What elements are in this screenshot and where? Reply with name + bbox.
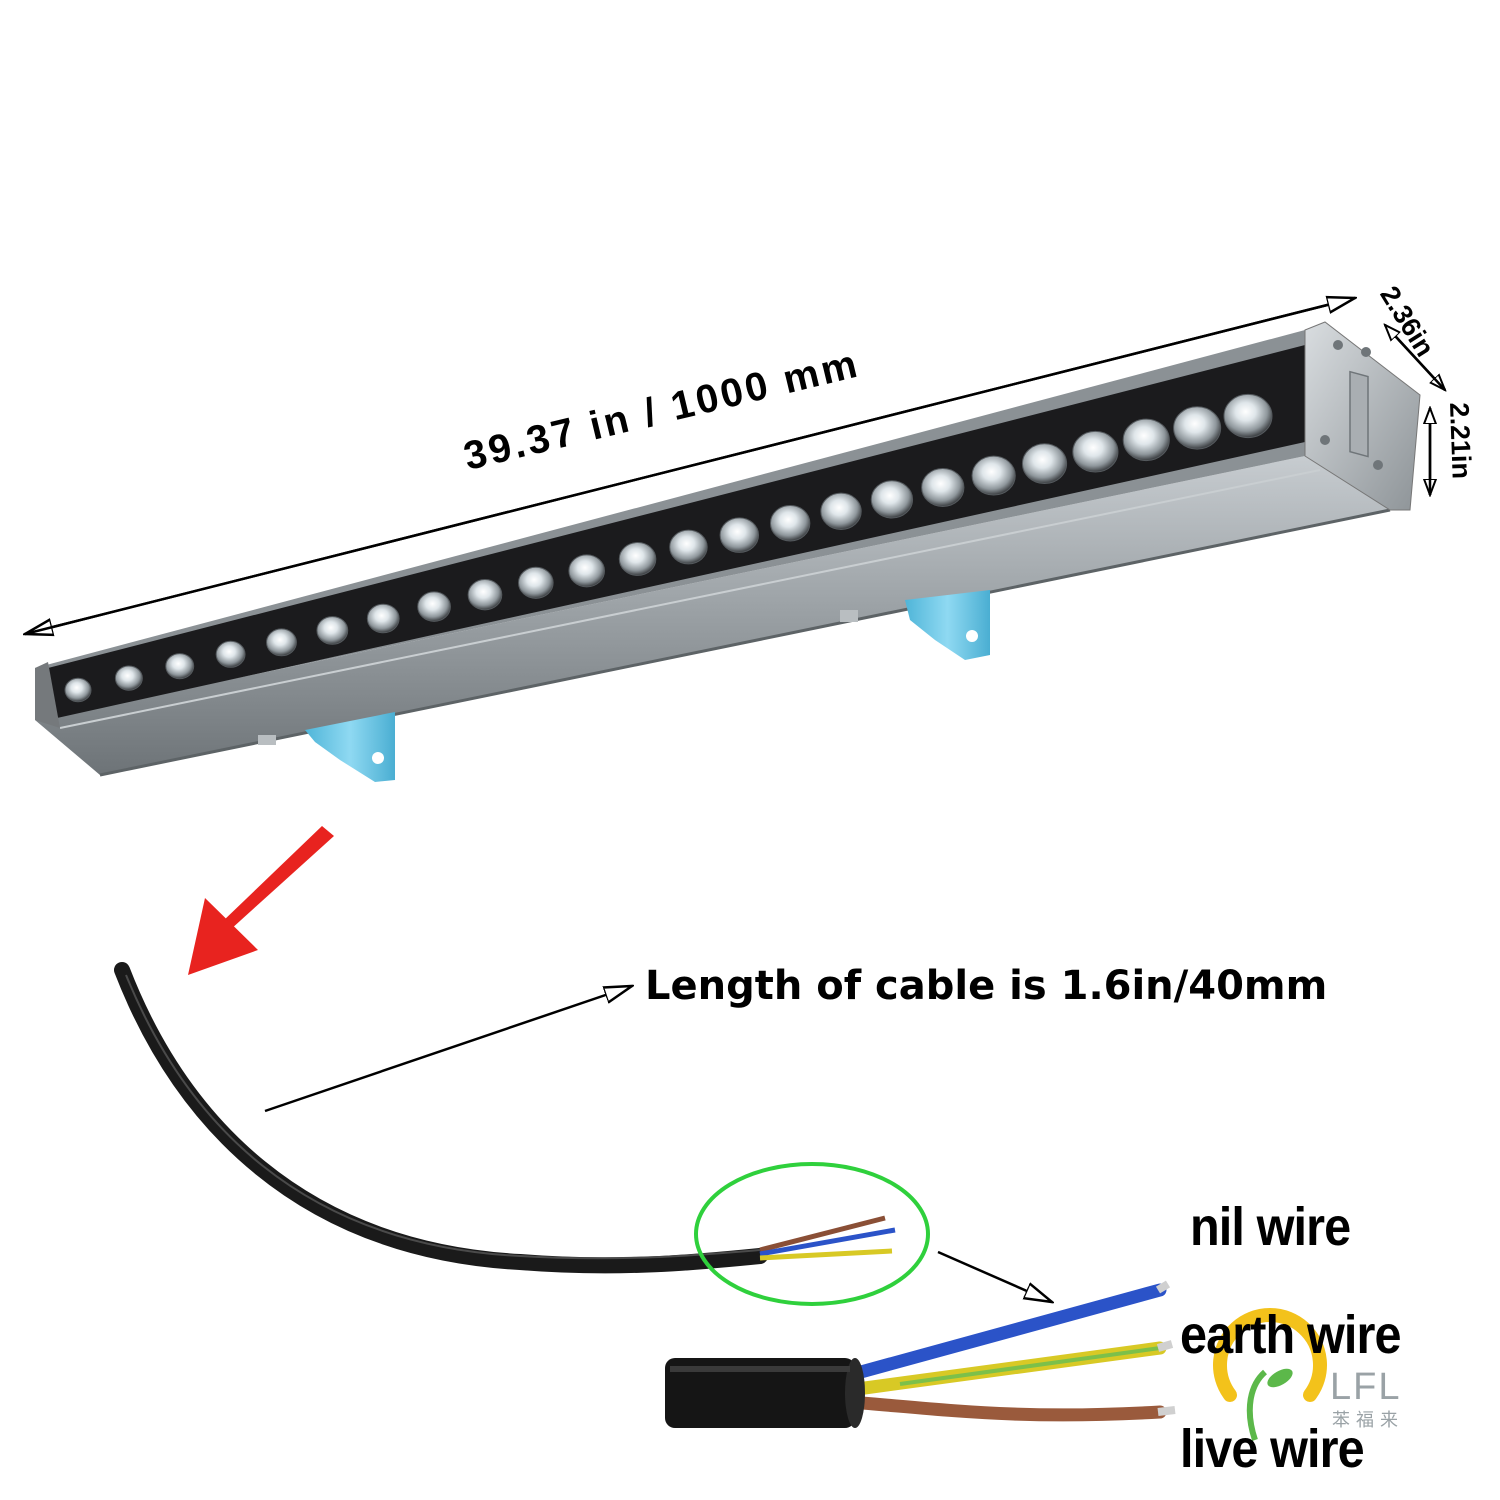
led-lens bbox=[366, 603, 400, 634]
screw-icon bbox=[1333, 340, 1343, 350]
wire-tip bbox=[1155, 1280, 1171, 1294]
led-lens bbox=[467, 579, 503, 611]
zoom-arrow bbox=[937, 1250, 1052, 1302]
led-lens bbox=[820, 492, 862, 530]
led-lens bbox=[1021, 443, 1068, 485]
logo-chinese-text: 苯福来 bbox=[1332, 1410, 1404, 1431]
small-wire-blue bbox=[759, 1227, 896, 1257]
led-lens bbox=[870, 480, 914, 519]
screw-icon bbox=[1320, 435, 1330, 445]
cable-jacket-shine bbox=[670, 1366, 850, 1372]
length-dimension-arrow-head bbox=[24, 298, 1355, 636]
wire-tip bbox=[1157, 1406, 1176, 1416]
led-lens bbox=[215, 640, 246, 668]
small-wire-yellow bbox=[759, 1248, 893, 1261]
led-array bbox=[64, 393, 1273, 703]
led-lens bbox=[1173, 406, 1222, 450]
bar-lens-strip bbox=[48, 345, 1305, 720]
logo-text: LFL bbox=[1330, 1366, 1402, 1408]
brand-logo bbox=[1213, 1308, 1327, 1441]
led-lens bbox=[518, 566, 554, 599]
cable-highlight bbox=[125, 974, 761, 1260]
cable-length-label: Length of cable is 1.6in/40mm bbox=[645, 963, 1328, 1009]
bolt-icon bbox=[258, 735, 276, 745]
bar-left-end bbox=[35, 662, 60, 728]
wire-brown bbox=[843, 1395, 1167, 1422]
height-dimension-label: 2.21in bbox=[1444, 401, 1477, 480]
screw-icon bbox=[1361, 347, 1371, 357]
power-cable bbox=[114, 962, 768, 1274]
led-lens bbox=[1072, 430, 1119, 473]
wire-tip bbox=[1156, 1340, 1174, 1352]
small-wire-brown bbox=[759, 1215, 886, 1253]
led-lens bbox=[316, 616, 349, 645]
led-lens bbox=[1223, 393, 1273, 439]
wire-blue bbox=[843, 1283, 1167, 1382]
led-lens bbox=[266, 628, 297, 657]
cable-jacket-end bbox=[845, 1358, 865, 1428]
bar-ridge bbox=[59, 469, 1321, 729]
wire-yellow-green-stripe bbox=[899, 1346, 1161, 1386]
width-dimension-arrow-head bbox=[1385, 325, 1446, 391]
earth-wire-label: earth wire bbox=[1180, 1305, 1401, 1365]
bracket-hole bbox=[372, 752, 384, 764]
bolt-icon bbox=[840, 610, 858, 622]
led-lens bbox=[669, 529, 708, 565]
cable-jacket bbox=[665, 1358, 855, 1428]
led-lens bbox=[114, 665, 143, 691]
led-lens bbox=[64, 677, 92, 703]
mounting-bracket-left bbox=[305, 712, 395, 782]
led-lens bbox=[769, 504, 811, 542]
screw-icon bbox=[1373, 460, 1383, 470]
led-lens bbox=[417, 591, 451, 622]
zoomed-cable bbox=[665, 1280, 1176, 1428]
bracket-hole bbox=[966, 630, 978, 642]
bar-housing-bottom bbox=[35, 456, 1390, 775]
end-cap-slot bbox=[1349, 370, 1369, 458]
led-lens bbox=[921, 467, 965, 507]
cable-length-arrow bbox=[264, 986, 632, 1113]
led-lens bbox=[971, 455, 1016, 496]
led-lens bbox=[568, 554, 605, 588]
mounting-bracket-right bbox=[905, 590, 990, 660]
led-wall-washer-bar bbox=[35, 321, 1421, 782]
led-lens bbox=[719, 517, 760, 553]
zoom-circle bbox=[694, 1162, 930, 1306]
red-pointer-arrow bbox=[188, 826, 334, 975]
led-lens bbox=[1122, 418, 1170, 462]
nil-wire-label: nil wire bbox=[1190, 1197, 1351, 1257]
led-lens bbox=[165, 653, 195, 680]
live-wire-label: live wire bbox=[1180, 1419, 1365, 1479]
led-lens bbox=[618, 542, 657, 576]
